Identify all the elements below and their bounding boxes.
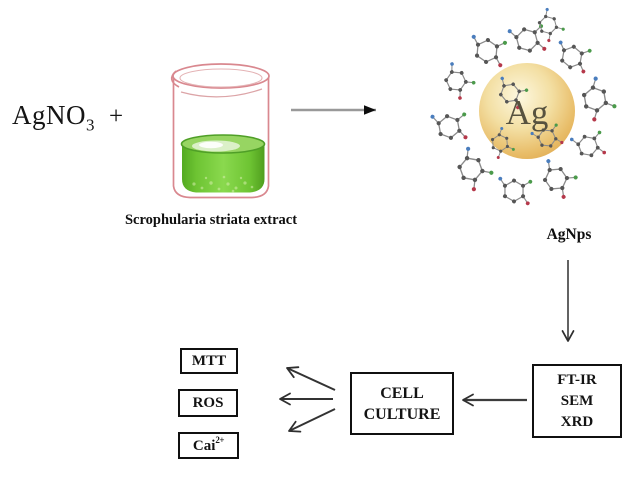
characterization-line-sem: SEM bbox=[560, 392, 594, 409]
ros-label: ROS bbox=[192, 394, 224, 411]
cell-culture-line2: CULTURE bbox=[363, 405, 441, 423]
characterization-line-xrd: XRD bbox=[560, 413, 594, 430]
molecule-cluster bbox=[451, 140, 498, 195]
molecule-cluster bbox=[437, 56, 481, 104]
calcium-label-base: Cai bbox=[192, 438, 216, 454]
molecule-cluster bbox=[578, 73, 620, 124]
extract-caption: Scrophularia striata extract bbox=[124, 212, 298, 228]
assay-box-ros: ROS bbox=[178, 389, 238, 417]
silver-core-label: Ag bbox=[506, 93, 549, 132]
liquid-speckles bbox=[192, 175, 254, 193]
cell-culture-box: CELL CULTURE bbox=[350, 372, 454, 435]
plus-sign: + bbox=[109, 103, 124, 130]
characterization-line-ftir: FT-IR bbox=[557, 371, 597, 388]
cell-culture-line1: CELL bbox=[380, 384, 424, 402]
molecule-cluster bbox=[566, 125, 611, 161]
nanoparticle-illustration: Ag bbox=[424, 4, 620, 212]
molecule-cluster bbox=[424, 101, 476, 146]
cellculture-to-cai-arrow bbox=[288, 408, 336, 433]
molecule-cluster bbox=[534, 4, 568, 45]
beaker-rim bbox=[172, 63, 270, 89]
molecule-cluster bbox=[533, 150, 585, 204]
molecule-cluster bbox=[549, 29, 600, 79]
characterization-box: FT-IR SEM XRD bbox=[532, 364, 622, 438]
beaker-spout bbox=[170, 70, 180, 88]
liquid-highlight-core bbox=[199, 141, 223, 149]
assay-box-mtt: MTT bbox=[180, 348, 238, 374]
reagent-formula-subscript: 3 bbox=[86, 115, 95, 135]
mtt-label: MTT bbox=[191, 352, 227, 369]
beaker-glass-line bbox=[180, 88, 263, 98]
molecule-cluster bbox=[462, 22, 516, 74]
beaker-illustration bbox=[170, 63, 270, 199]
agnps-label: AgNps bbox=[546, 226, 592, 243]
molecule-cluster bbox=[503, 15, 553, 58]
assay-box-calcium: Cai2+ bbox=[178, 432, 239, 459]
calcium-label-superscript: 2+ bbox=[215, 435, 225, 445]
reagent-formula-base: AgNO bbox=[12, 100, 86, 130]
reagent-formula: AgNO3 + bbox=[12, 100, 124, 135]
beaker-rim-inner bbox=[179, 68, 263, 88]
beaker-body-outline bbox=[172, 78, 270, 199]
cellculture-to-mtt-arrow bbox=[286, 366, 336, 391]
extract-liquid bbox=[182, 144, 265, 193]
calcium-label: Cai2+ bbox=[192, 435, 225, 455]
molecule-cluster bbox=[490, 164, 541, 212]
